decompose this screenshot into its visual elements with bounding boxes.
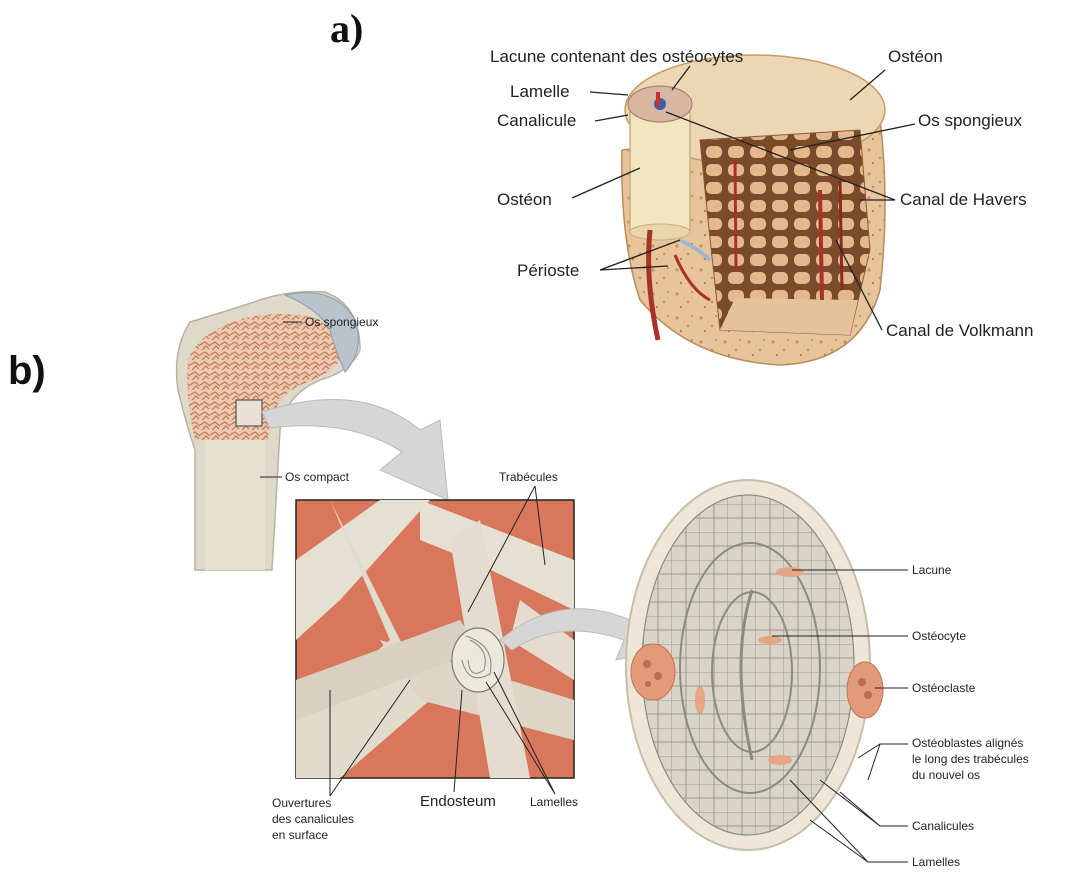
label-endosteum: Endosteum <box>420 793 496 810</box>
label-canalicules: Canalicules <box>912 819 974 833</box>
panel-a-label: a) <box>330 6 363 51</box>
label-perioste: Périoste <box>517 261 579 280</box>
label-ouvertures-2: des canalicules <box>272 812 354 826</box>
label-osteon-left: Ostéon <box>497 190 552 209</box>
bone-cylinder-illustration <box>622 55 885 365</box>
label-osteon-top: Ostéon <box>888 47 943 66</box>
label-canal-havers: Canal de Havers <box>900 190 1027 209</box>
panel-b-label: b) <box>8 349 46 393</box>
label-os-compact: Os compact <box>285 470 350 484</box>
label-lamelle: Lamelle <box>510 82 570 101</box>
zoom-arrow-1 <box>262 400 448 500</box>
label-lacune-b: Lacune <box>912 563 952 577</box>
label-osteoblastes-1: Ostéoblastes alignés <box>912 736 1023 750</box>
label-ouvertures-3: en surface <box>272 828 328 842</box>
label-osteocyte: Ostéocyte <box>912 629 966 643</box>
trabecula-cross-section <box>626 480 883 850</box>
label-os-spongieux-b: Os spongieux <box>305 315 378 329</box>
leader-osteoblastes <box>858 744 908 780</box>
leader-canalicule <box>595 115 628 121</box>
label-lacune-osteocytes: Lacune contenant des ostéocytes <box>490 47 743 66</box>
label-osteoblastes-2: le long des trabécules <box>912 752 1029 766</box>
label-osteoclaste: Ostéoclaste <box>912 681 976 695</box>
label-canal-volkmann: Canal de Volkmann <box>886 321 1033 340</box>
label-trabecules: Trabécules <box>499 470 558 484</box>
label-canalicule: Canalicule <box>497 111 576 130</box>
label-ouvertures-1: Ouvertures <box>272 796 331 810</box>
label-lamelles-right: Lamelles <box>912 855 960 869</box>
label-os-spongieux-a: Os spongieux <box>918 111 1022 130</box>
leader-lamelle <box>590 92 628 95</box>
label-osteoblastes-3: du nouvel os <box>912 768 980 782</box>
label-lamelles-mid: Lamelles <box>530 795 578 809</box>
